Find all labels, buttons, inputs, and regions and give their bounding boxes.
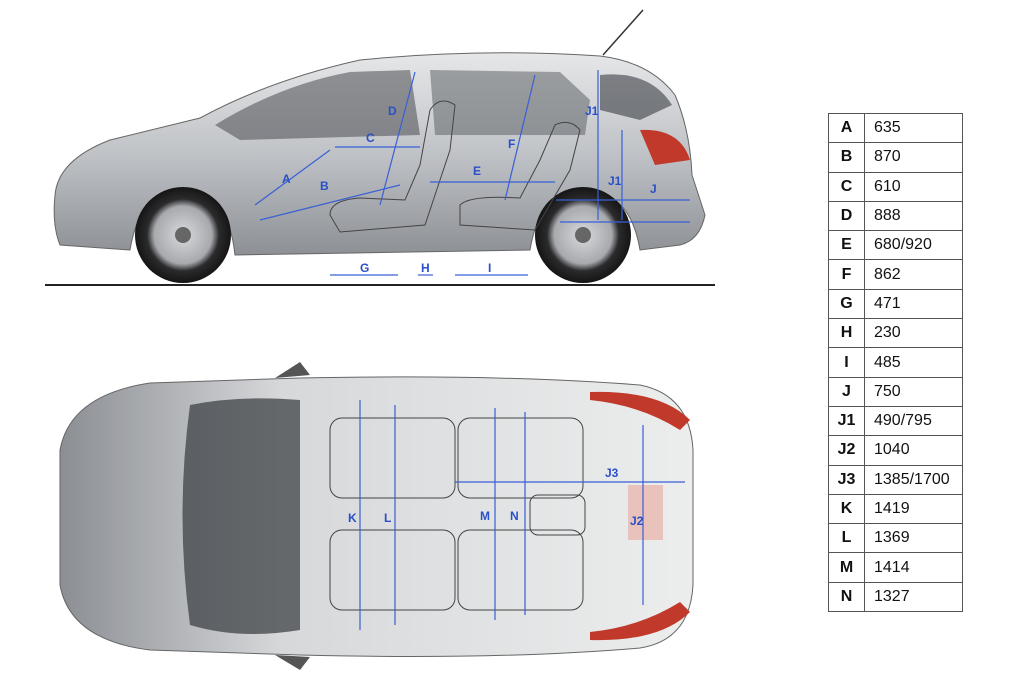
dimension-key: H	[828, 318, 865, 349]
dimension-key: J3	[828, 464, 865, 495]
antenna	[602, 9, 644, 56]
dimension-key: F	[828, 259, 865, 290]
label-J2: J2	[630, 514, 644, 528]
dimension-value: 485	[864, 347, 963, 378]
label-K: K	[348, 511, 357, 525]
label-N: N	[510, 509, 519, 523]
label-J3: J3	[605, 466, 619, 480]
dimension-value: 1385/1700	[864, 464, 963, 495]
dimension-key: E	[828, 230, 865, 261]
dimension-value: 680/920	[864, 230, 963, 261]
dimension-value: 1419	[864, 493, 963, 525]
dimension-value: 490/795	[864, 405, 963, 437]
top-dimension-lines	[359, 400, 685, 630]
dimension-key: N	[828, 581, 865, 613]
top-view-car: K L M N J3 J2	[59, 362, 694, 670]
dimension-value: 862	[864, 259, 963, 290]
label-B: B	[320, 179, 329, 193]
dimension-key: J2	[828, 435, 865, 466]
label-C: C	[366, 131, 375, 145]
dimension-key: G	[828, 288, 865, 320]
dimension-value: 870	[864, 142, 963, 173]
label-J1-lower: J1	[608, 174, 622, 188]
dimension-key: C	[828, 171, 865, 202]
dimension-key: B	[828, 142, 865, 173]
dimension-value: 230	[864, 318, 963, 349]
label-I: I	[488, 261, 491, 275]
label-D: D	[388, 104, 397, 118]
dimension-key: K	[828, 493, 865, 525]
dimension-key: M	[828, 552, 865, 583]
dimension-value: 1369	[864, 523, 963, 554]
label-J: J	[650, 182, 657, 196]
dimension-key: I	[828, 347, 865, 378]
dimension-value: 471	[864, 288, 963, 320]
dimension-key: J	[828, 376, 865, 407]
side-view-car: A B C D E F G H I J J1 J1	[45, 9, 715, 286]
side-dimension-lines	[254, 70, 690, 276]
label-M: M	[480, 509, 490, 523]
dimension-value: 1040	[864, 435, 963, 466]
label-E: E	[473, 164, 481, 178]
label-L: L	[384, 511, 391, 525]
dimension-value: 1327	[864, 581, 963, 613]
dimension-key: J1	[828, 405, 865, 437]
dimension-key: D	[828, 200, 865, 232]
dimension-value: 610	[864, 171, 963, 202]
label-H: H	[421, 261, 430, 275]
label-G: G	[360, 261, 369, 275]
dimension-key: A	[828, 112, 865, 144]
label-J1-upper: J1	[585, 104, 599, 118]
label-A: A	[282, 172, 291, 186]
dimension-value: 1414	[864, 552, 963, 583]
dimension-key: L	[828, 523, 865, 554]
dimension-value: 635	[864, 112, 963, 144]
dimension-value: 750	[864, 376, 963, 407]
label-F: F	[508, 137, 515, 151]
dimension-value: 888	[864, 200, 963, 232]
